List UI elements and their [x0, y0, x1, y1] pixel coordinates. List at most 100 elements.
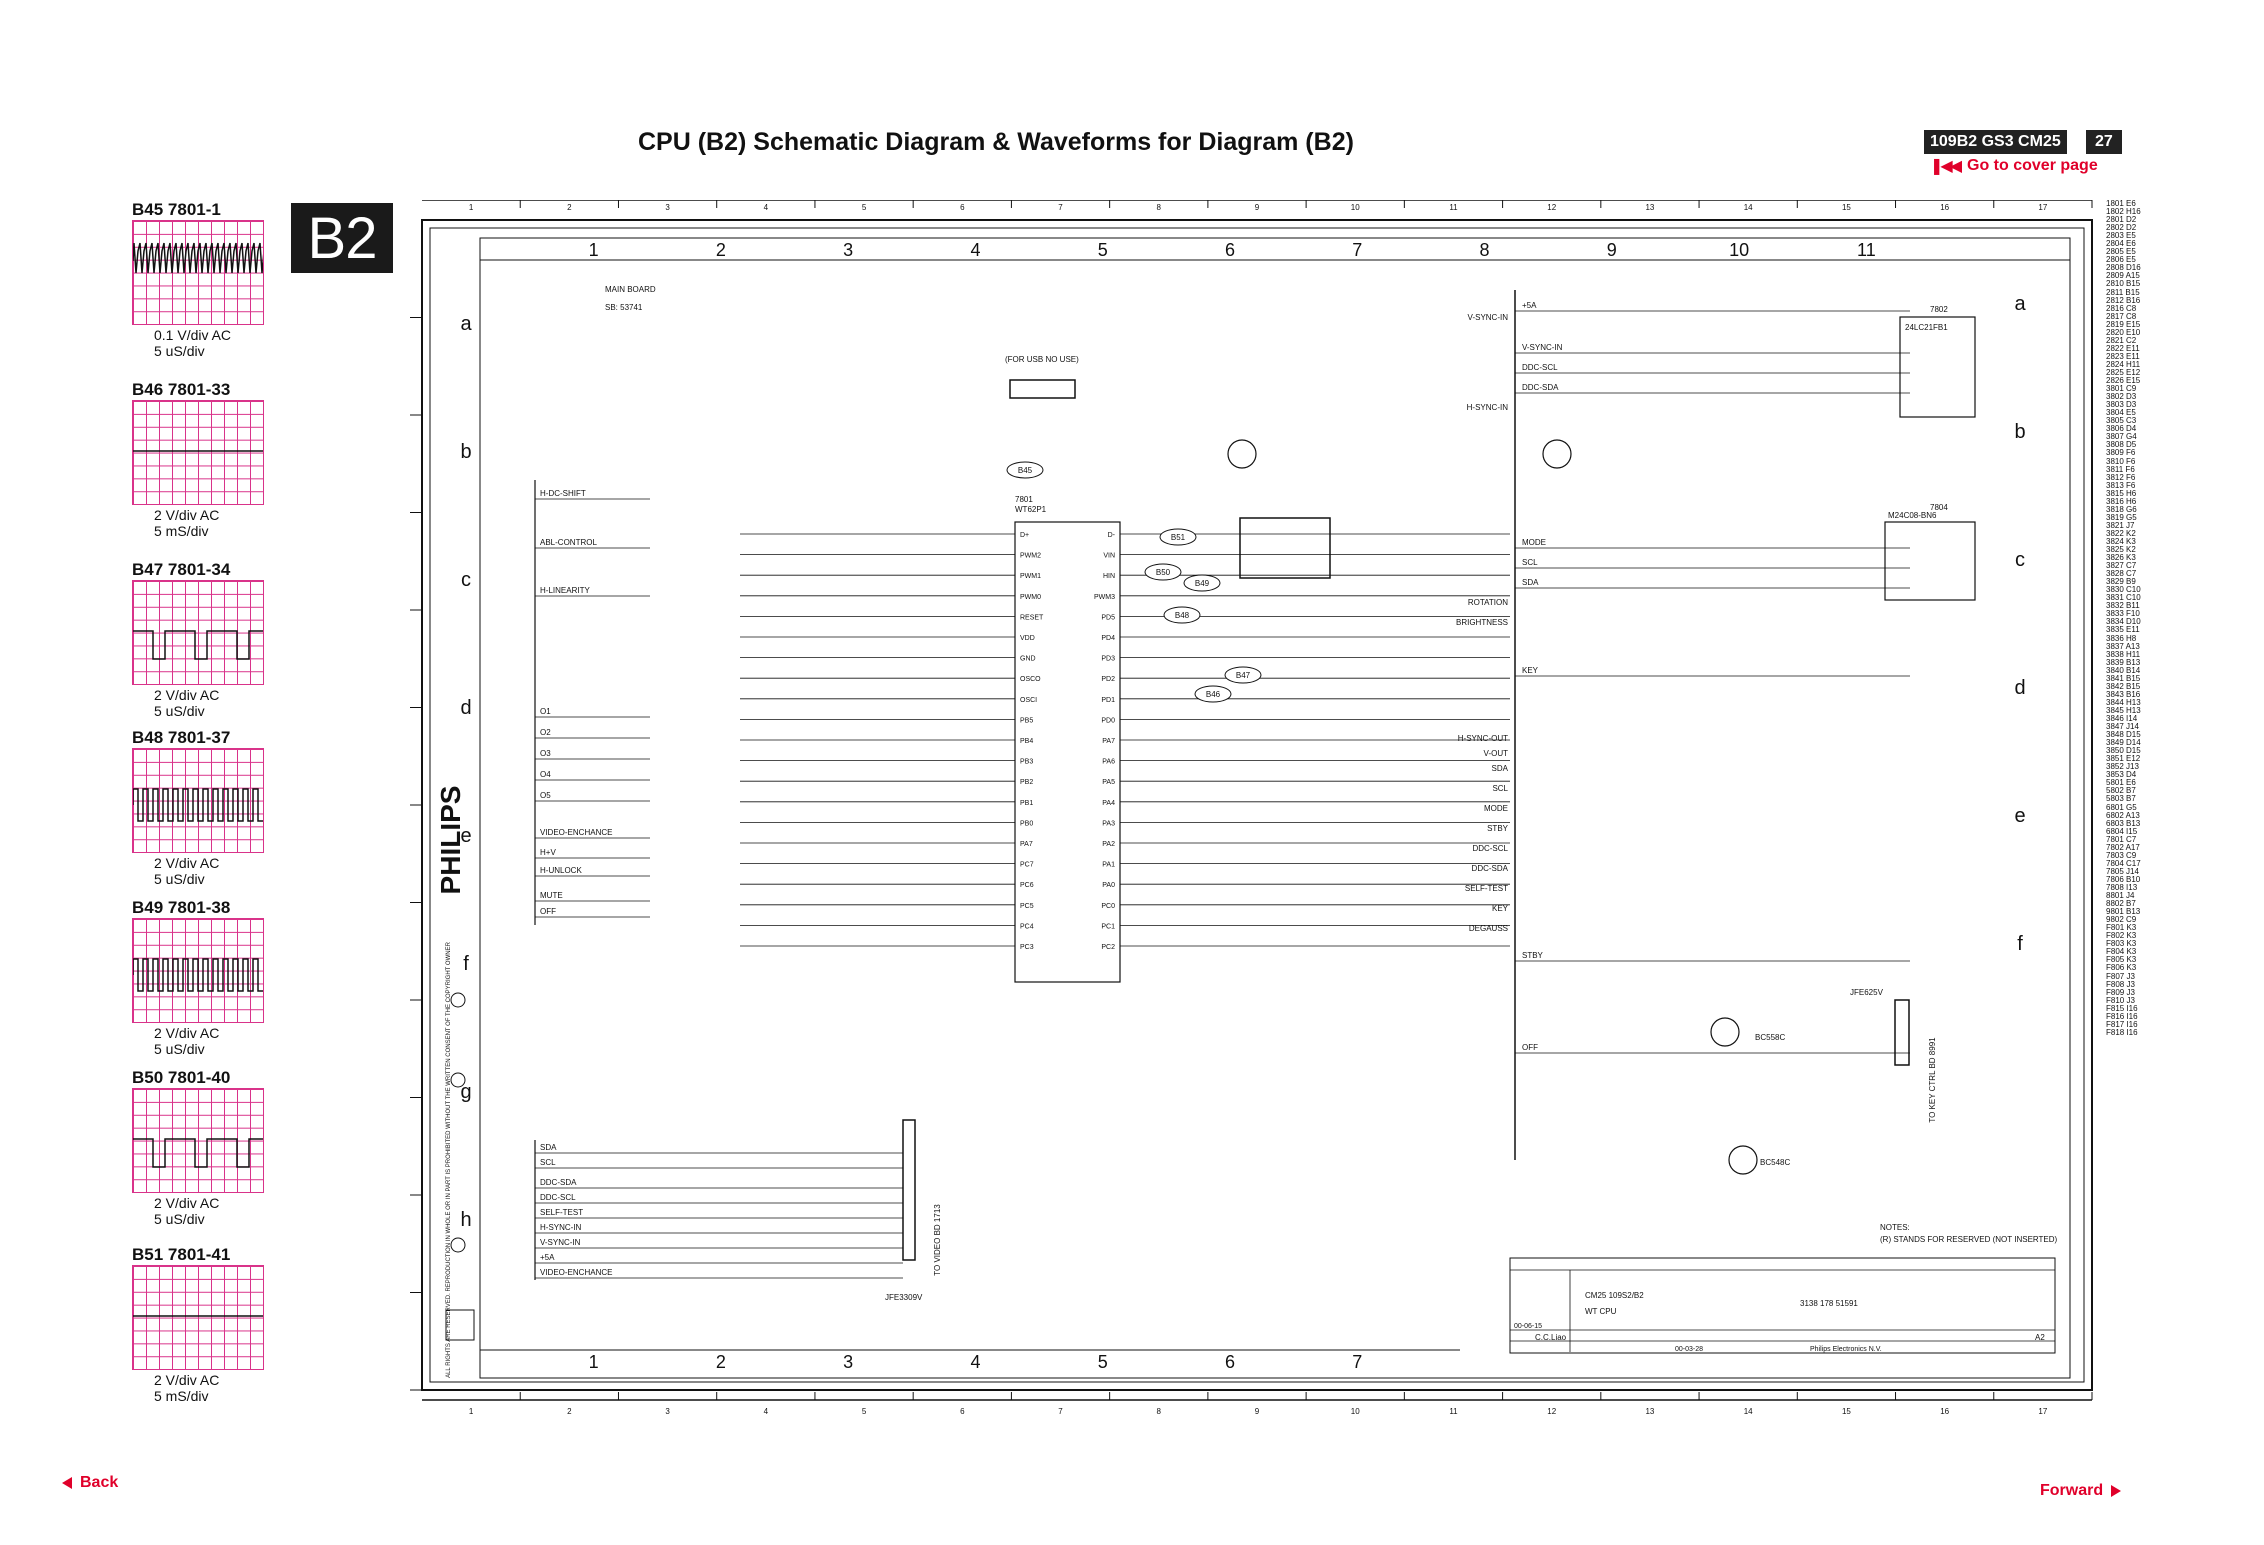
oscilloscope-grid [132, 220, 264, 325]
oscilloscope-grid [132, 748, 264, 853]
column-number-bottom: 10 [1351, 1407, 1360, 1416]
reference-entry: 5803 B7 [2106, 794, 2136, 804]
ic-pin-right: VIN [1103, 553, 1115, 560]
copyright-note: ALL RIGHTS ARE RESERVED. REPRODUCTION IN… [446, 941, 452, 1377]
probe-point [1006, 461, 1044, 479]
connector-dest-label: TO KEY CTRL BD 8991 [1928, 1037, 1937, 1123]
column-number-bottom: 17 [2038, 1407, 2047, 1416]
waveform-trace [133, 1315, 263, 1317]
reference-entry: 3809 F6 [2106, 448, 2136, 458]
reference-entry: 2808 D16 [2106, 263, 2141, 273]
waveform-trace [133, 242, 263, 274]
left-signal-label: H-UNLOCK [540, 866, 582, 875]
transistor-label: BC548C [1760, 1158, 1790, 1167]
column-number-top: 7 [1058, 203, 1063, 212]
connector-part-label: JFE3309V [885, 1293, 923, 1302]
waveform-label: B47 7801-34 [132, 560, 231, 579]
diagram-frame [479, 237, 2071, 1379]
title-block-code: 3138 178 51591 [1800, 1299, 1858, 1308]
ic-pin-left: PB1 [1020, 800, 1033, 807]
inner-row-letter-left: h [460, 1209, 471, 1231]
inner-row-letter-right: f [2017, 933, 2023, 955]
inner-column-number-top: 11 [1857, 240, 1876, 260]
probe-point [1144, 563, 1182, 581]
barcode-box [445, 1309, 475, 1341]
ic-pin-right: PC2 [1101, 944, 1115, 951]
reference-entry: 2811 B15 [2106, 287, 2140, 297]
bus-signal-label: +5A [1522, 301, 1537, 310]
reference-entry: 3838 H11 [2106, 649, 2141, 659]
ic-pin-right: PA3 [1102, 820, 1115, 827]
ic-pin-left: OSCI [1020, 697, 1037, 704]
column-number-bottom: 14 [1744, 1407, 1753, 1416]
ic-pin-right: PC0 [1101, 903, 1115, 910]
reference-entry: 2809 A15 [2106, 271, 2140, 281]
column-number-top: 8 [1157, 203, 1162, 212]
bus-signal-label: V-SYNC-IN [1522, 343, 1563, 352]
go-to-cover-label: Go to cover page [1967, 157, 2098, 174]
go-to-cover-link[interactable]: ❚◀◀ Go to cover page [1930, 156, 2098, 176]
reference-entry: 3834 D10 [2106, 617, 2141, 627]
ic-pin-right: PA6 [1102, 759, 1115, 766]
reference-entry: 3815 H6 [2106, 488, 2137, 498]
column-number-bottom: 1 [469, 1407, 474, 1416]
reference-entry: F816 I16 [2106, 1011, 2138, 1021]
ic-ref-label: 7802 [1930, 305, 1948, 314]
ic-pin-left: PB3 [1020, 759, 1033, 766]
ic-pin-left: RESET [1020, 614, 1044, 621]
back-button[interactable]: Back [62, 1474, 118, 1492]
column-number-bottom: 4 [764, 1407, 769, 1416]
ic-pin-left: GND [1020, 656, 1036, 663]
waveform-scale-volts: 2 V/div AC [154, 507, 220, 523]
reference-entry: 3813 F6 [2106, 480, 2136, 490]
inner-column-number-top: 6 [1225, 240, 1235, 260]
reference-entry: F806 K3 [2106, 963, 2137, 973]
reference-entry: 7808 I13 [2106, 882, 2138, 892]
reference-entry: 3803 D3 [2106, 400, 2137, 410]
back-arrow-icon [62, 1477, 72, 1489]
title-block-desc: WT CPU [1585, 1307, 1617, 1316]
crosshair-icon [450, 1237, 466, 1253]
reference-entry: 6802 A13 [2106, 810, 2140, 820]
transistor-symbol [1728, 1145, 1758, 1175]
ic-pin-right: PD0 [1101, 717, 1115, 724]
column-number-bottom: 5 [862, 1407, 867, 1416]
inner-row-letter-right: a [2014, 293, 2026, 315]
ic-pin-right: PC1 [1101, 923, 1115, 930]
reference-entry: 3812 F6 [2106, 472, 2136, 482]
reference-entry: 3852 J13 [2106, 762, 2139, 772]
column-number-top: 3 [665, 203, 670, 212]
right-signal-label: STBY [1487, 824, 1509, 833]
reference-entry: 3845 H13 [2106, 705, 2141, 715]
probe-label: B46 [1206, 690, 1221, 699]
reference-entry: F802 K3 [2106, 931, 2137, 941]
reference-entry: 2804 E6 [2106, 239, 2136, 249]
reference-entry: 3808 D5 [2106, 440, 2137, 450]
reference-entry: 2822 E11 [2106, 343, 2140, 353]
column-number-top: 15 [1842, 203, 1851, 212]
title-block-date: 00-06-15 [1514, 1323, 1542, 1330]
ic-pin-right: D- [1108, 532, 1116, 539]
reference-entry: 3830 C10 [2106, 585, 2141, 595]
ic-ref-label: 7804 [1930, 503, 1948, 512]
column-number-bottom: 9 [1255, 1407, 1260, 1416]
column-number-top: 2 [567, 203, 572, 212]
forward-button[interactable]: Forward [2040, 1482, 2122, 1500]
connector-signal-label: SDA [540, 1143, 557, 1152]
ic-pin-left: PC7 [1020, 862, 1034, 869]
inner-row-letter-right: c [2015, 549, 2025, 571]
right-signal-label: SDA [1492, 764, 1509, 773]
column-number-bottom: 15 [1842, 1407, 1851, 1416]
connector-signal-label: VIDEO-ENCHANCE [540, 1268, 612, 1277]
probe-label: B47 [1236, 671, 1251, 680]
reference-entry: 3844 H13 [2106, 697, 2141, 707]
ic-ref-label: 7801 [1015, 495, 1033, 504]
title-block-date: 00-03-28 [1675, 1346, 1703, 1353]
reference-entry: 3802 D3 [2106, 392, 2137, 402]
left-signal-label: VIDEO-ENCHANCE [540, 828, 612, 837]
inner-column-number-top: 1 [589, 240, 599, 260]
ic-pin-left: PC5 [1020, 903, 1034, 910]
inner-column-number-top: 10 [1729, 240, 1749, 260]
